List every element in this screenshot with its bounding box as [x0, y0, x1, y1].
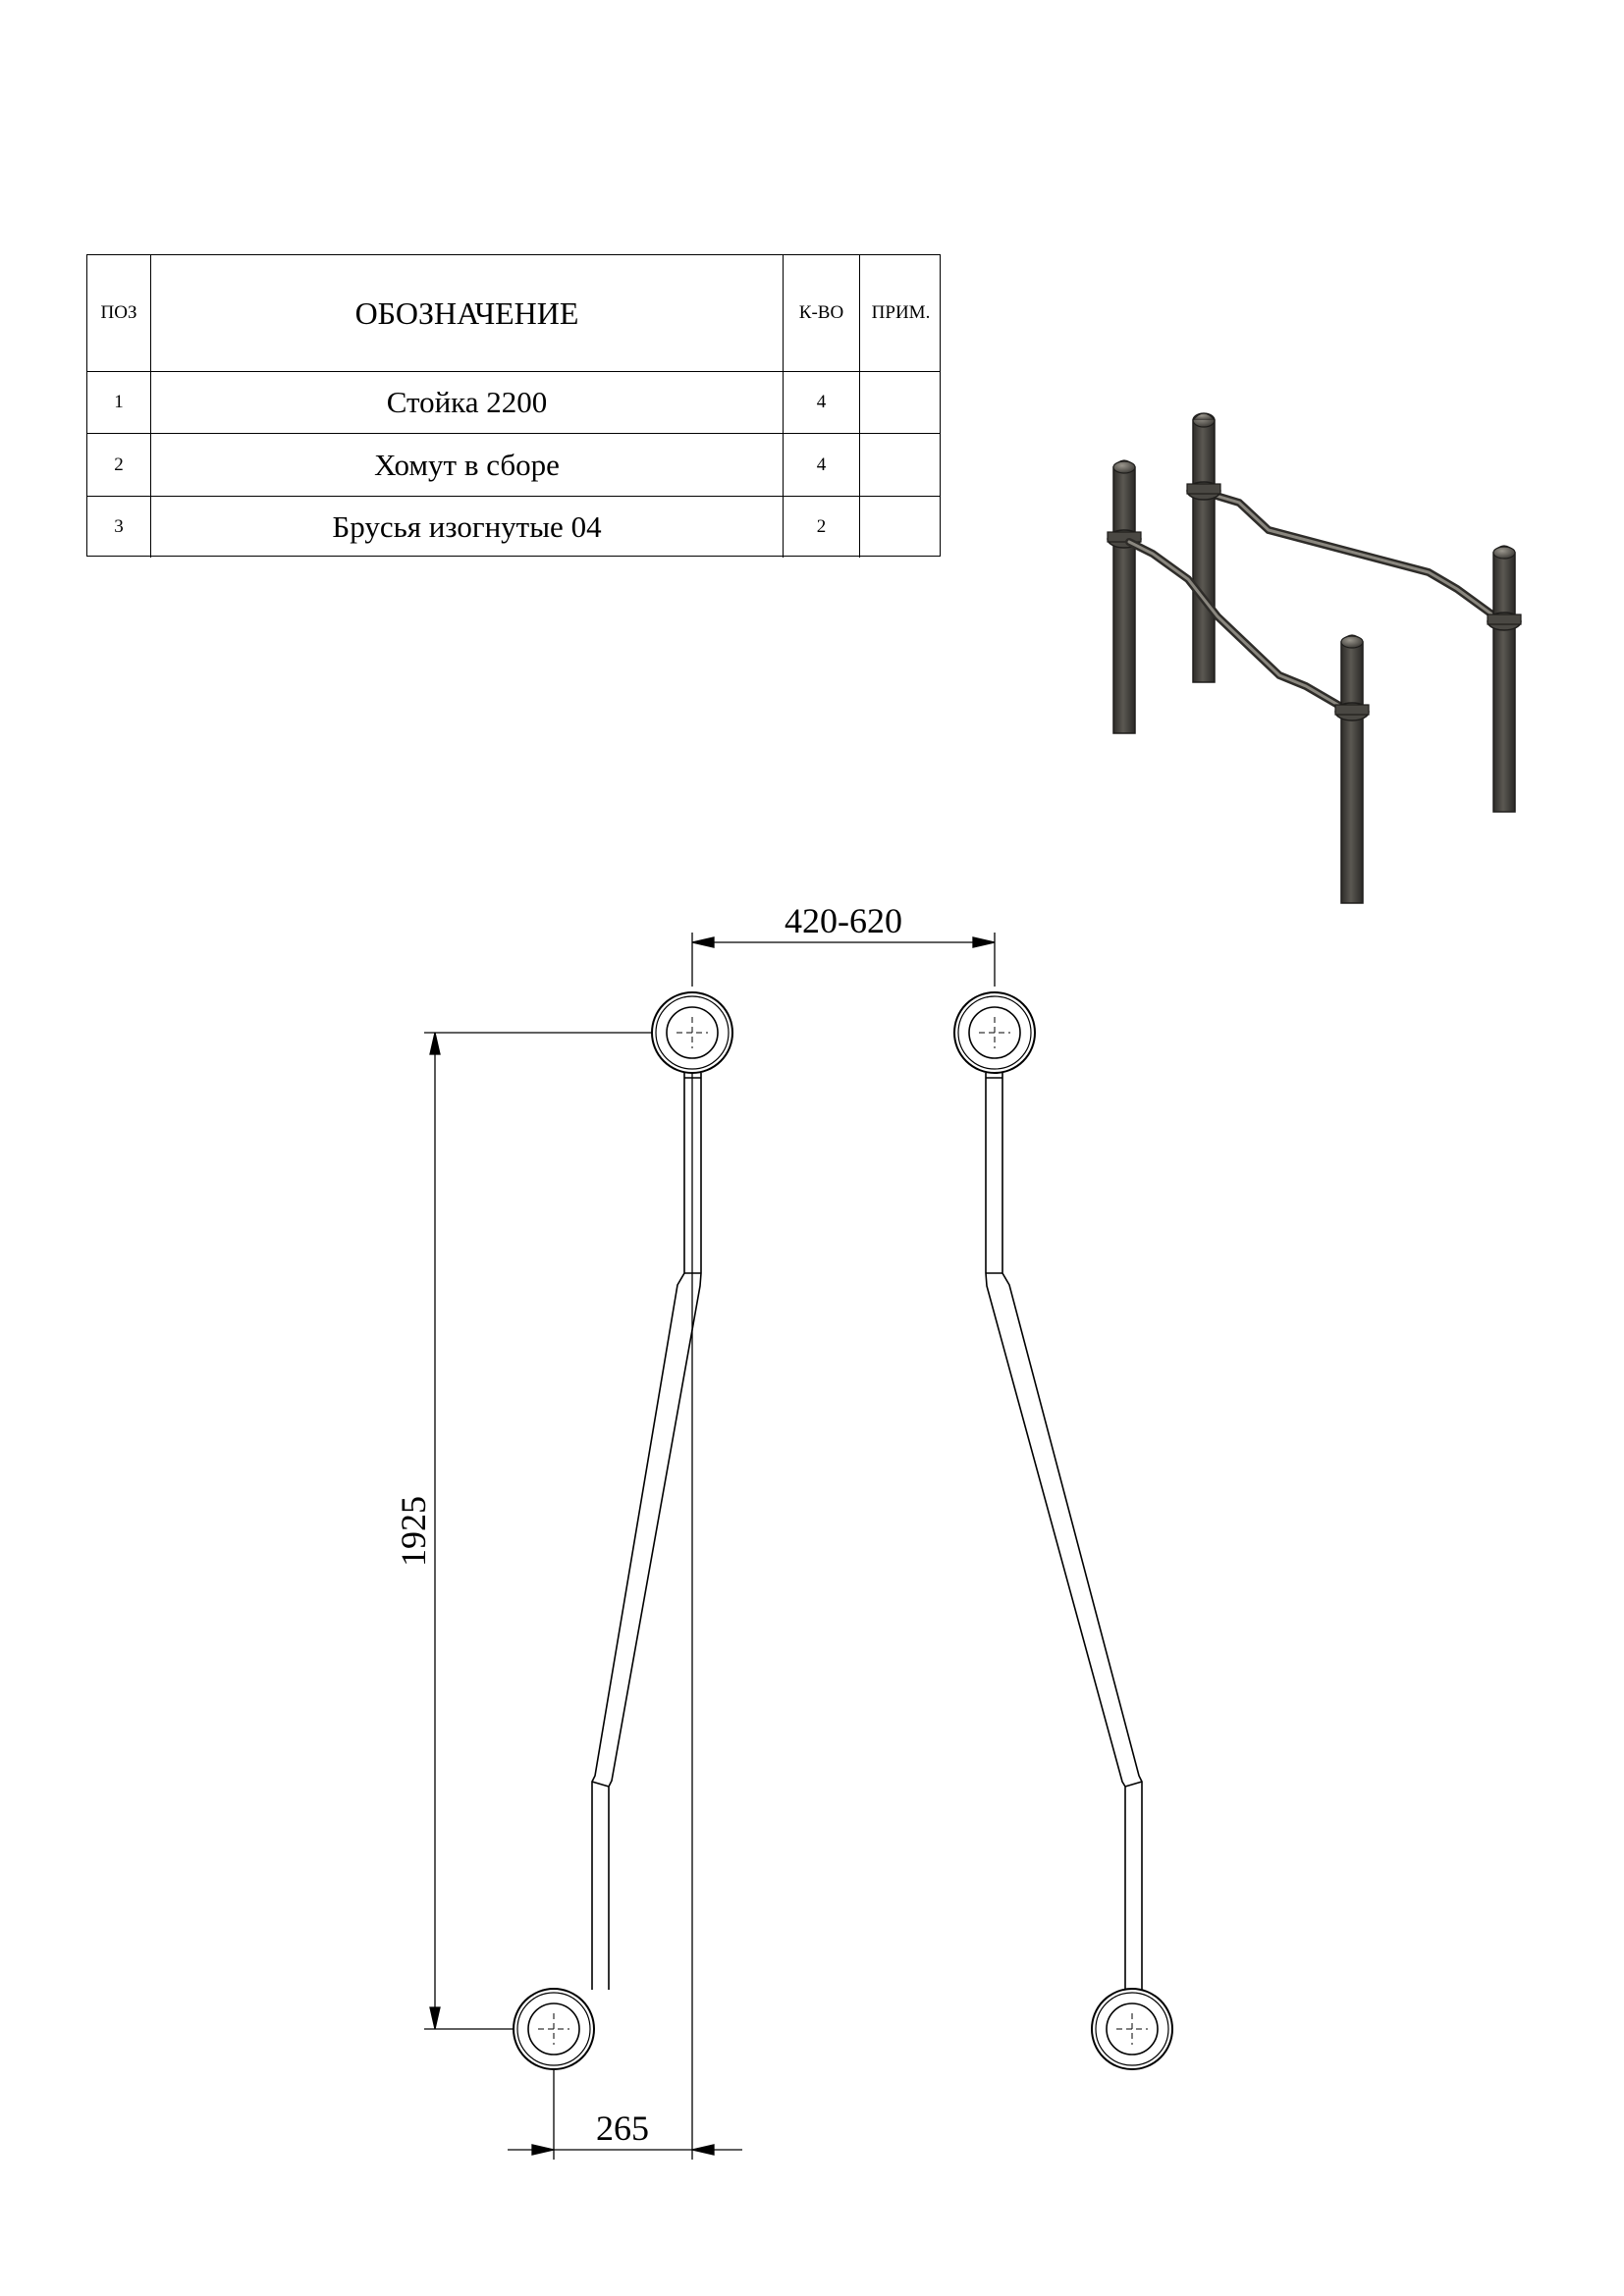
table-row: 2 Хомут в сборе 4: [87, 433, 940, 496]
row-qty: 4: [783, 434, 859, 496]
header-note: ПРИМ.: [859, 255, 942, 371]
bent-bar-front: [1125, 538, 1352, 715]
header-pos: ПОЗ: [100, 302, 137, 323]
dimension-length-label: 1925: [394, 1496, 433, 1567]
row-designation: Хомут в сборе: [150, 434, 783, 496]
left-bent-bar: [513, 991, 733, 2070]
row-pos: 2: [114, 454, 124, 475]
bent-bar-back: [1196, 487, 1504, 624]
right-bent-bar: [953, 991, 1173, 2070]
row-note: [859, 497, 942, 558]
post-front-right: [1334, 634, 1370, 904]
header-qty: К-ВО: [783, 255, 859, 371]
header-designation: ОБОЗНАЧЕНИЕ: [150, 255, 783, 371]
post-back-right: [1487, 545, 1522, 813]
post-back-left: [1186, 412, 1221, 683]
row-note: [859, 434, 942, 496]
dimension-offset: [508, 1073, 742, 2160]
dimension-offset-label: 265: [596, 2109, 649, 2148]
row-designation: Стойка 2200: [150, 372, 783, 433]
dimension-length: [424, 1032, 652, 2030]
row-note: [859, 372, 942, 433]
table-header-row: ПОЗ ОБОЗНАЧЕНИЕ К-ВО ПРИМ.: [87, 255, 940, 371]
row-qty: 4: [783, 372, 859, 433]
row-qty: 2: [783, 497, 859, 558]
row-designation: Брусья изогнутые 04: [150, 497, 783, 558]
parts-table: ПОЗ ОБОЗНАЧЕНИЕ К-ВО ПРИМ. 1 Стойка 2200…: [86, 254, 941, 558]
dimension-spacing: [691, 933, 996, 987]
table-row: 1 Стойка 2200 4: [87, 371, 940, 433]
post-front-left: [1107, 459, 1142, 734]
dimension-spacing-label: 420-620: [785, 901, 902, 940]
row-pos: 1: [114, 392, 124, 412]
table-row: 3 Брусья изогнутые 04 2: [87, 496, 940, 558]
row-pos: 3: [114, 516, 124, 537]
